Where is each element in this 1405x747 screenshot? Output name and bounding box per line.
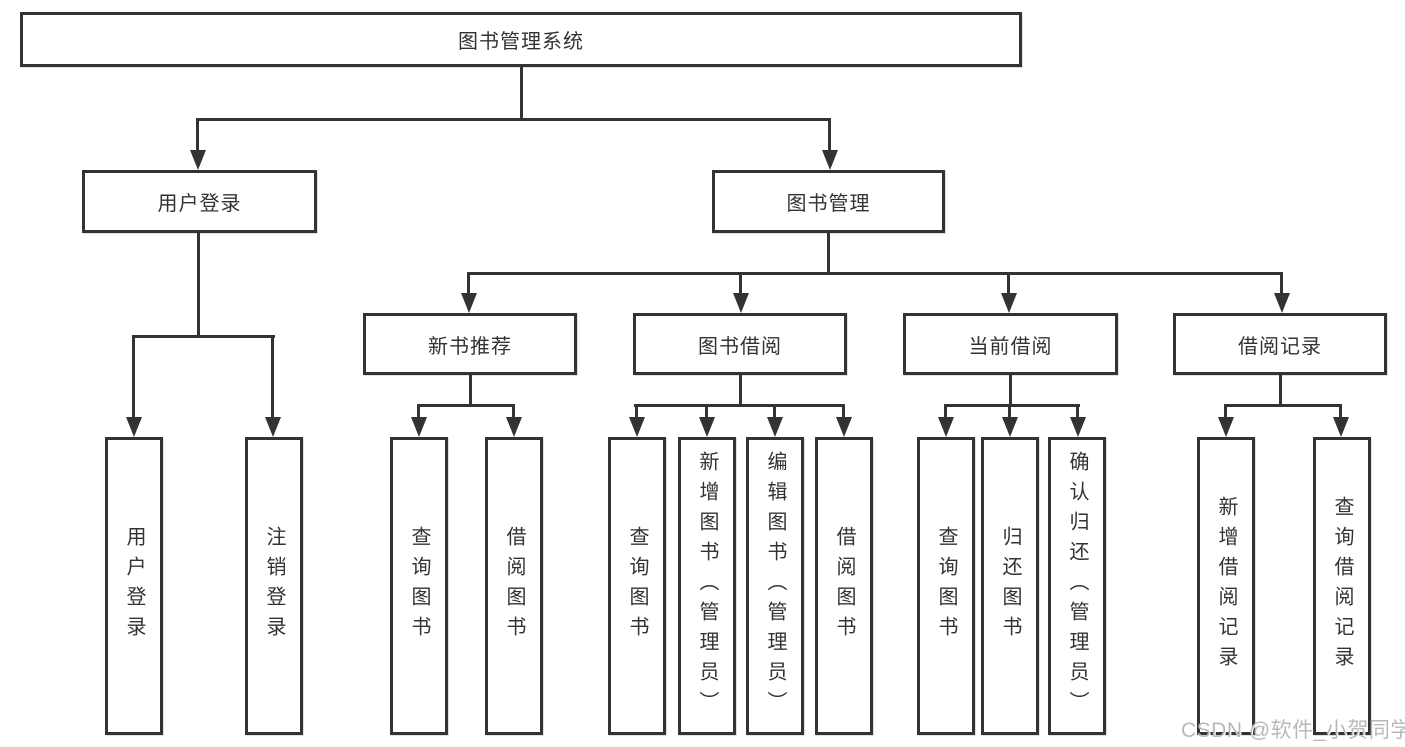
connector-line <box>1224 404 1227 420</box>
connector-line <box>271 335 274 419</box>
connector-line <box>842 404 845 420</box>
node-user-login: 用户登录 <box>82 170 317 233</box>
arrow-down-icon <box>506 417 522 437</box>
connector-line <box>739 375 742 407</box>
leaf-logout: 注销登录 <box>245 437 303 735</box>
connector-line <box>520 67 523 120</box>
leaf-query-books-recommend: 查询图书 <box>390 437 448 735</box>
connector-line <box>469 375 472 407</box>
arrow-down-icon <box>767 417 783 437</box>
connector-line <box>944 404 1080 407</box>
connector-line <box>467 272 1283 275</box>
arrow-down-icon <box>461 293 477 313</box>
arrow-down-icon <box>1002 417 1018 437</box>
leaf-borrow-books-borrowing: 借阅图书 <box>815 437 873 735</box>
connector-line <box>132 335 135 419</box>
leaf-borrow-books-recommend: 借阅图书 <box>485 437 543 735</box>
csdn-watermark: CSDN @软件_小贺同学 <box>1181 719 1405 742</box>
arrow-down-icon <box>629 417 645 437</box>
connector-line <box>196 118 199 154</box>
connector-line <box>1009 375 1012 407</box>
connector-line <box>1339 404 1342 420</box>
connector-line <box>417 404 515 407</box>
leaf-user-login: 用户登录 <box>105 437 163 735</box>
connector-line <box>417 404 420 420</box>
connector-line <box>196 118 831 121</box>
leaf-confirm-return-admin: 确认归还（管理员） <box>1048 437 1106 735</box>
arrow-down-icon <box>190 150 206 170</box>
arrow-down-icon <box>1274 293 1290 313</box>
arrow-down-icon <box>822 150 838 170</box>
leaf-add-borrow-record: 新增借阅记录 <box>1197 437 1255 735</box>
node-root-library-system: 图书管理系统 <box>20 12 1022 67</box>
connector-line <box>1224 404 1342 407</box>
arrow-down-icon <box>1333 417 1349 437</box>
leaf-query-books-borrowing: 查询图书 <box>608 437 666 735</box>
connector-line <box>635 404 638 420</box>
leaf-query-borrow-record: 查询借阅记录 <box>1313 437 1371 735</box>
connector-line <box>1279 375 1282 407</box>
connector-line <box>944 404 947 420</box>
arrow-down-icon <box>1218 417 1234 437</box>
arrow-down-icon <box>126 417 142 437</box>
arrow-down-icon <box>699 417 715 437</box>
connector-line <box>739 272 742 297</box>
connector-line <box>1008 404 1011 420</box>
connector-line <box>634 404 845 407</box>
connector-line <box>773 404 776 420</box>
connector-line <box>512 404 515 420</box>
leaf-return-books: 归还图书 <box>981 437 1039 735</box>
connector-line <box>132 335 275 338</box>
node-new-book-recommend: 新书推荐 <box>363 313 577 375</box>
connector-line <box>705 404 708 420</box>
node-book-borrowing: 图书借阅 <box>633 313 847 375</box>
arrow-down-icon <box>1001 293 1017 313</box>
connector-line <box>827 233 830 275</box>
leaf-add-books-admin: 新增图书（管理员） <box>678 437 736 735</box>
leaf-query-books-current: 查询图书 <box>917 437 975 735</box>
connector-line <box>1280 272 1283 297</box>
node-current-borrowing: 当前借阅 <box>903 313 1118 375</box>
arrow-down-icon <box>265 417 281 437</box>
connector-line <box>197 232 200 338</box>
arrow-down-icon <box>938 417 954 437</box>
connector-line <box>467 272 470 297</box>
connector-line <box>1007 272 1010 297</box>
node-borrowing-records: 借阅记录 <box>1173 313 1387 375</box>
arrow-down-icon <box>1070 417 1086 437</box>
arrow-down-icon <box>733 293 749 313</box>
arrow-down-icon <box>836 417 852 437</box>
connector-line <box>1076 404 1079 420</box>
node-book-management: 图书管理 <box>712 170 945 233</box>
leaf-edit-books-admin: 编辑图书（管理员） <box>746 437 804 735</box>
arrow-down-icon <box>411 417 427 437</box>
connector-line <box>828 118 831 154</box>
